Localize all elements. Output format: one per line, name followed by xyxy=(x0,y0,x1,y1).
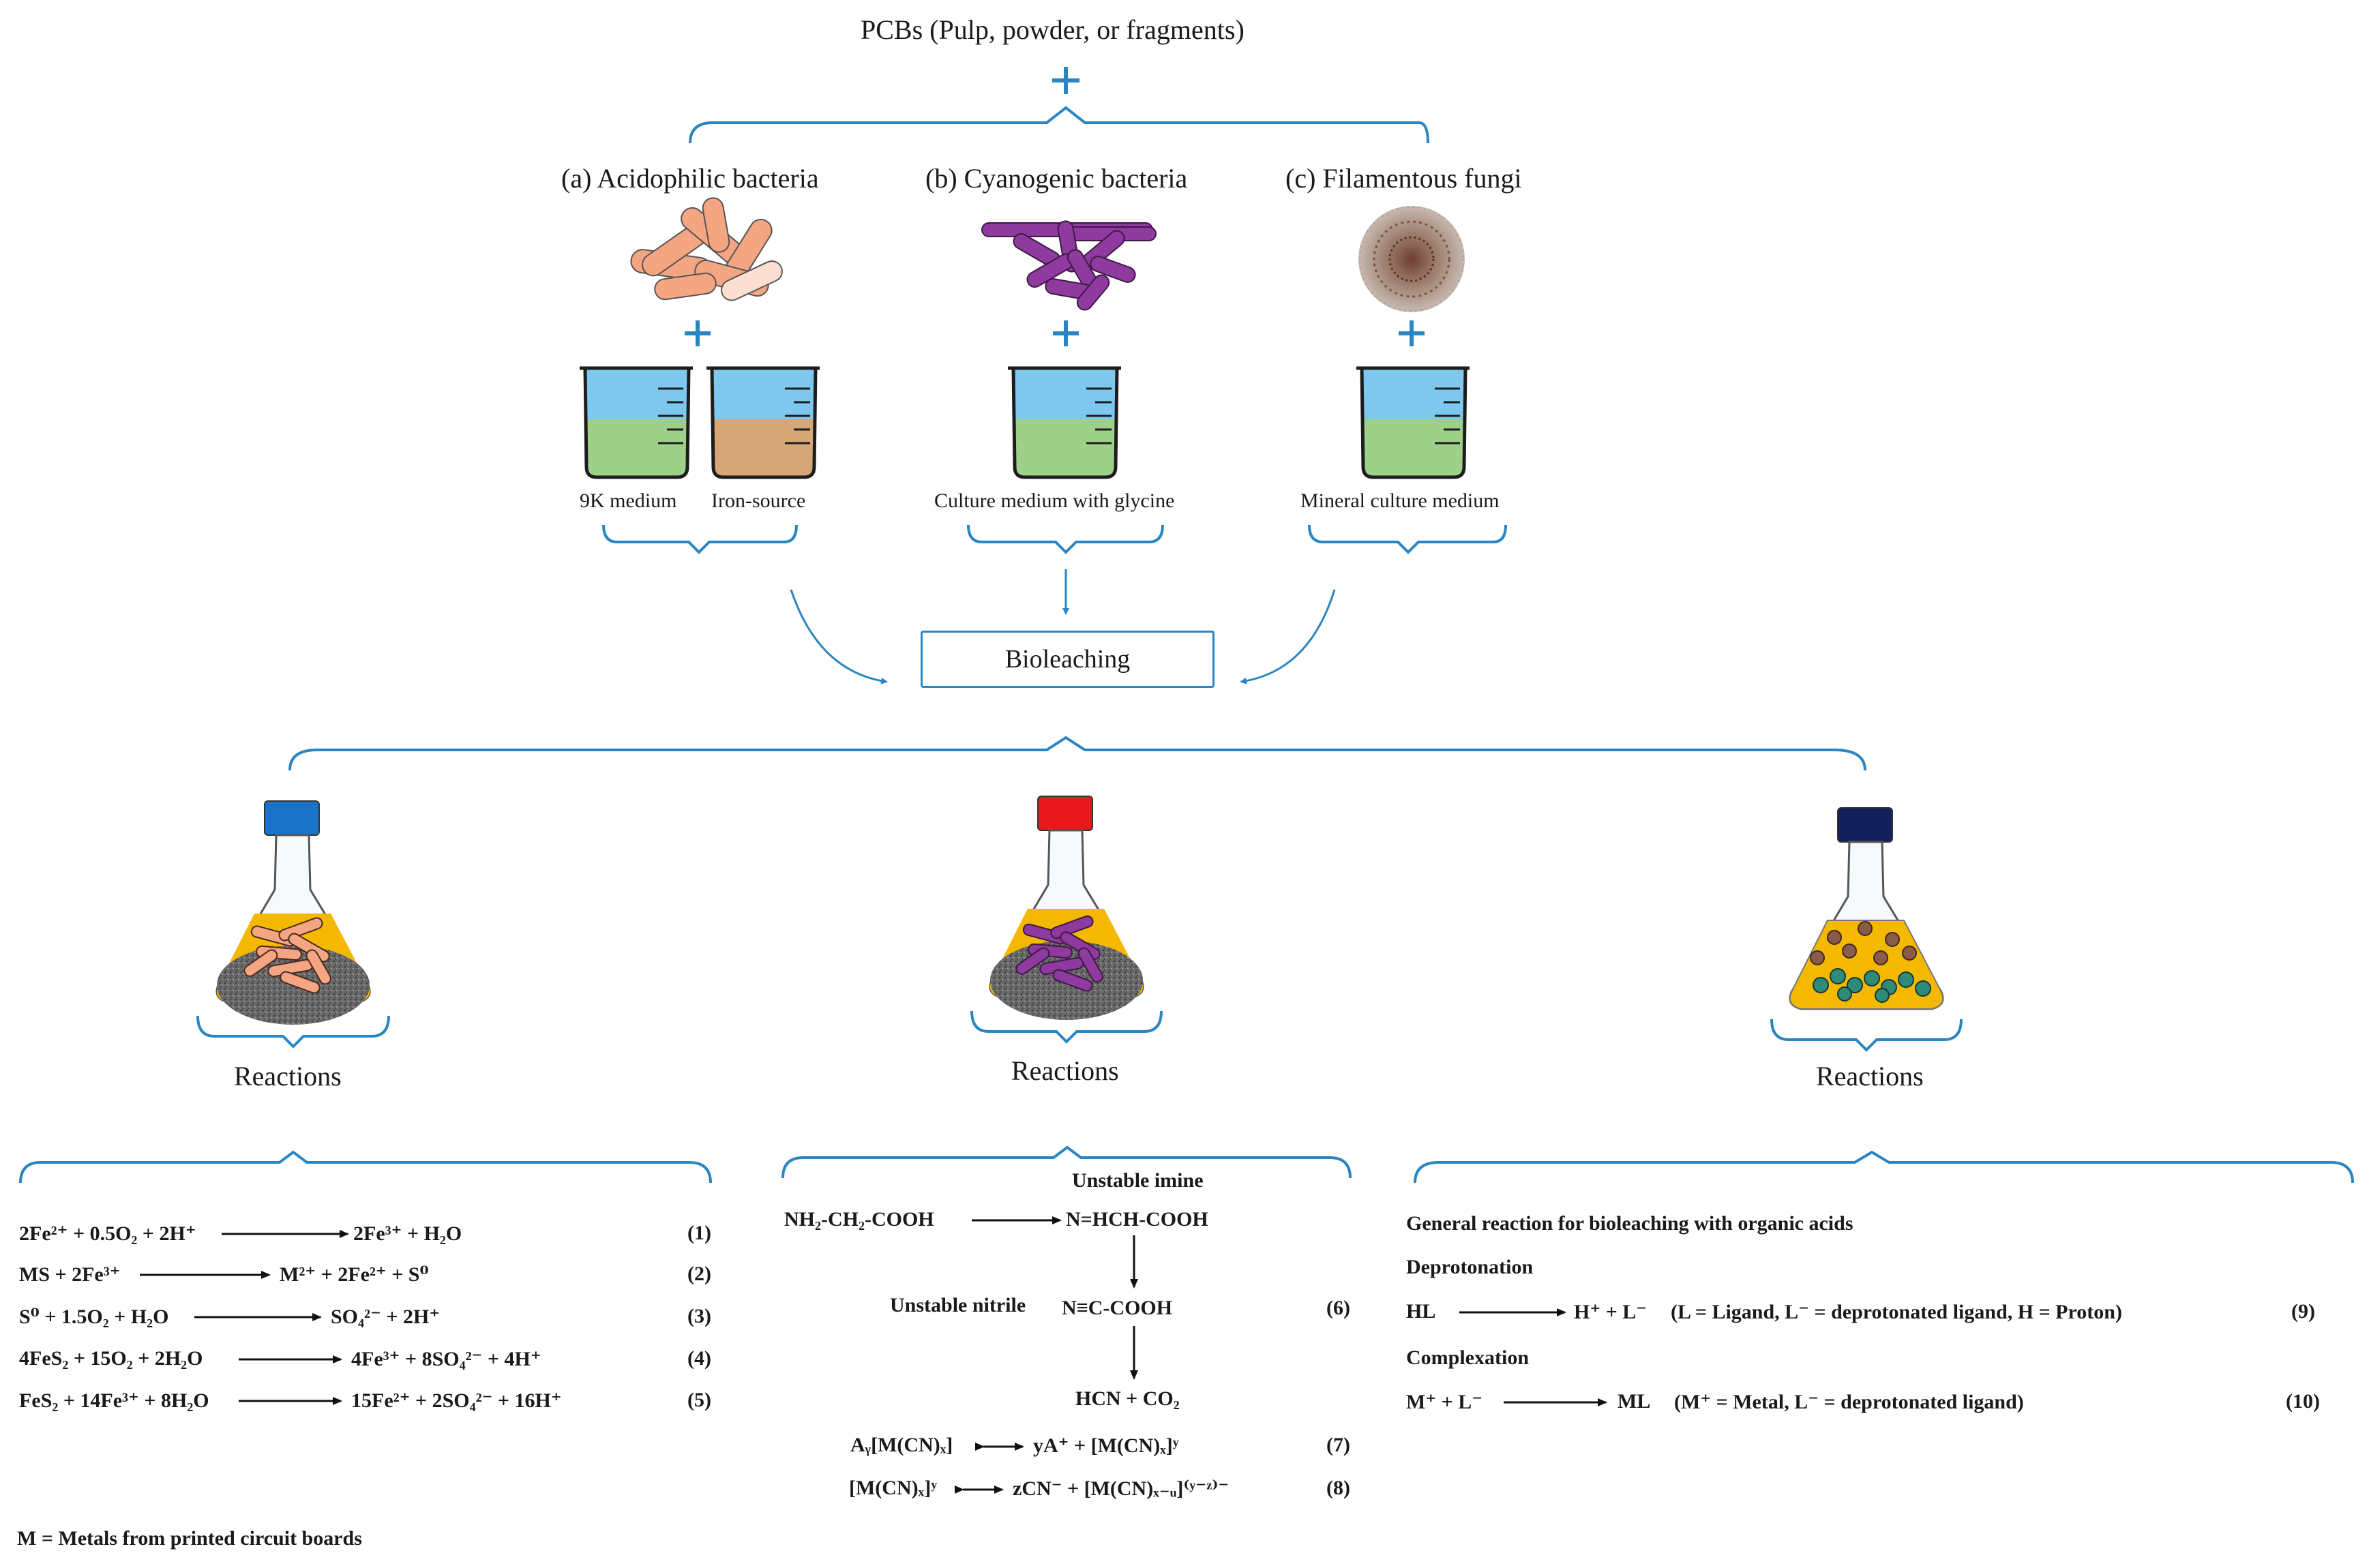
cyanogenic-bacteria-icon xyxy=(981,220,1157,311)
reaction-3-number: (3) xyxy=(687,1305,711,1327)
bioleaching-brace xyxy=(288,736,1866,771)
reaction-7-number: (7) xyxy=(1326,1434,1350,1456)
reaction-arrows-right xyxy=(1459,1308,1607,1406)
glycine-formula: NH₂-CH₂-COOH xyxy=(784,1208,934,1231)
reactions-brace-right xyxy=(1414,1150,2354,1183)
beaker-icon xyxy=(1008,366,1121,479)
reaction-10-number: (10) xyxy=(2286,1390,2320,1413)
reaction-10-lhs: M⁺ + L⁻ xyxy=(1406,1391,1483,1413)
pcbs-title: PCBs (Pulp, powder, or fragments) xyxy=(861,14,1245,45)
flask-fungi-icon xyxy=(1789,807,1944,1010)
reaction-1-lhs: 2Fe²⁺ + 0.5O₂ + 2H⁺ xyxy=(19,1222,196,1245)
organism-c-title: (c) Filamentous fungi xyxy=(1285,163,1522,194)
reaction-5-rhs: 15Fe²⁺ + 2SO₄²⁻ + 16H⁺ xyxy=(351,1389,562,1412)
unstable-imine-label: Unstable imine xyxy=(1072,1169,1204,1192)
top-brace xyxy=(689,106,1429,144)
imine-formula: N=HCH-COOH xyxy=(1066,1208,1208,1231)
acidophilic-bacteria-icon xyxy=(630,197,783,301)
reaction-1-number: (1) xyxy=(687,1222,711,1244)
nitrile-formula: N≡C-COOH xyxy=(1062,1297,1173,1319)
fungi-colony-icon xyxy=(1358,206,1465,312)
reactions-label-left: Reactions xyxy=(234,1061,342,1091)
hcn-co2-products: HCN + CO₂ xyxy=(1075,1387,1180,1410)
unstable-nitrile-label: Unstable nitrile xyxy=(890,1294,1026,1316)
reaction-5-number: (5) xyxy=(687,1389,711,1411)
reaction-6-number: (6) xyxy=(1326,1297,1350,1319)
bioleaching-label: Bioleaching xyxy=(1004,645,1131,674)
plus-icon xyxy=(685,320,711,346)
plus-icon xyxy=(1053,320,1079,346)
plus-icon xyxy=(1399,320,1425,346)
reaction-9-lhs: HL xyxy=(1406,1300,1436,1323)
reaction-1-rhs: 2Fe³⁺ + H₂O xyxy=(353,1222,462,1245)
flask-brace-1 xyxy=(196,1015,390,1049)
general-reaction-heading: General reaction for bioleaching with or… xyxy=(1406,1212,1853,1235)
reaction-9-rhs: H⁺ + L⁻ xyxy=(1574,1301,1648,1323)
beaker-icon xyxy=(1356,366,1470,479)
media-brace-b xyxy=(967,524,1164,554)
flask-cyanogenic-icon xyxy=(989,796,1144,1020)
reaction-2-rhs: M²⁺ + 2Fe²⁺ + S⁰ xyxy=(280,1263,429,1286)
reaction-arrows-middle xyxy=(955,1216,1138,1494)
complexation-heading: Complexation xyxy=(1406,1346,1529,1369)
reaction-10-rhs: ML xyxy=(1618,1390,1651,1413)
reaction-4-number: (4) xyxy=(687,1347,711,1370)
reaction-8-rhs: zCN⁻ + [M(CN)ₓ₋ᵤ]⁽ʸ⁻ᶻ⁾⁻ xyxy=(1013,1477,1230,1500)
reaction-arrows-left xyxy=(140,1230,349,1405)
organism-a-title: (a) Acidophilic bacteria xyxy=(561,163,819,194)
media-label-9k: 9K medium xyxy=(580,489,677,512)
media-brace-a xyxy=(602,524,798,554)
arrow-a xyxy=(790,589,888,684)
reaction-4-rhs: 4Fe³⁺ + 8SO₄²⁻ + 4H⁺ xyxy=(351,1348,541,1370)
flask-acidophilic-icon xyxy=(215,800,371,1025)
reaction-9-number: (9) xyxy=(2291,1300,2315,1323)
reaction-7-lhs: Aᵧ[M(CN)ₓ] xyxy=(850,1434,953,1456)
bioleaching-box: Bioleaching xyxy=(921,631,1215,688)
reaction-4-lhs: 4FeS₂ + 15O₂ + 2H₂O xyxy=(19,1347,203,1370)
reaction-8-number: (8) xyxy=(1326,1477,1350,1499)
reaction-3-lhs: S⁰ + 1.5O₂ + H₂O xyxy=(19,1306,169,1328)
arrow-c xyxy=(1240,589,1336,684)
reactions-label-middle: Reactions xyxy=(1011,1055,1119,1086)
flask-brace-3 xyxy=(1770,1019,1963,1052)
media-brace-c xyxy=(1308,524,1507,554)
reaction-8-lhs: [M(CN)ₓ]ʸ xyxy=(849,1477,938,1499)
reaction-9-note: (L = Ligand, L⁻ = deprotonated ligand, H… xyxy=(1671,1301,2122,1323)
reactions-brace-left xyxy=(19,1150,712,1183)
media-label-mineral: Mineral culture medium xyxy=(1300,489,1500,512)
beaker-icon xyxy=(580,366,693,479)
reaction-2-number: (2) xyxy=(687,1263,711,1285)
media-label-glycine: Culture medium with glycine xyxy=(934,489,1175,512)
plus-icon xyxy=(1052,67,1079,94)
footnote: M = Metals from printed circuit boards xyxy=(17,1527,362,1550)
reactions-label-right: Reactions xyxy=(1816,1061,1924,1091)
deprotonation-heading: Deprotonation xyxy=(1406,1256,1534,1278)
media-label-iron: Iron-source xyxy=(711,489,806,512)
reaction-2-lhs: MS + 2Fe³⁺ xyxy=(19,1263,121,1286)
flask-brace-2 xyxy=(970,1010,1163,1044)
reaction-7-rhs: yA⁺ + [M(CN)ₓ]ʸ xyxy=(1033,1434,1179,1457)
beaker-icon xyxy=(706,366,820,479)
reaction-10-note: (M⁺ = Metal, L⁻ = deprotonated ligand) xyxy=(1674,1391,2024,1413)
organism-b-title: (b) Cyanogenic bacteria xyxy=(925,163,1188,194)
reactions-brace-middle xyxy=(781,1145,1352,1179)
reaction-3-rhs: SO₄²⁻ + 2H⁺ xyxy=(331,1306,441,1328)
reaction-5-lhs: FeS₂ + 14Fe³⁺ + 8H₂O xyxy=(19,1389,209,1412)
